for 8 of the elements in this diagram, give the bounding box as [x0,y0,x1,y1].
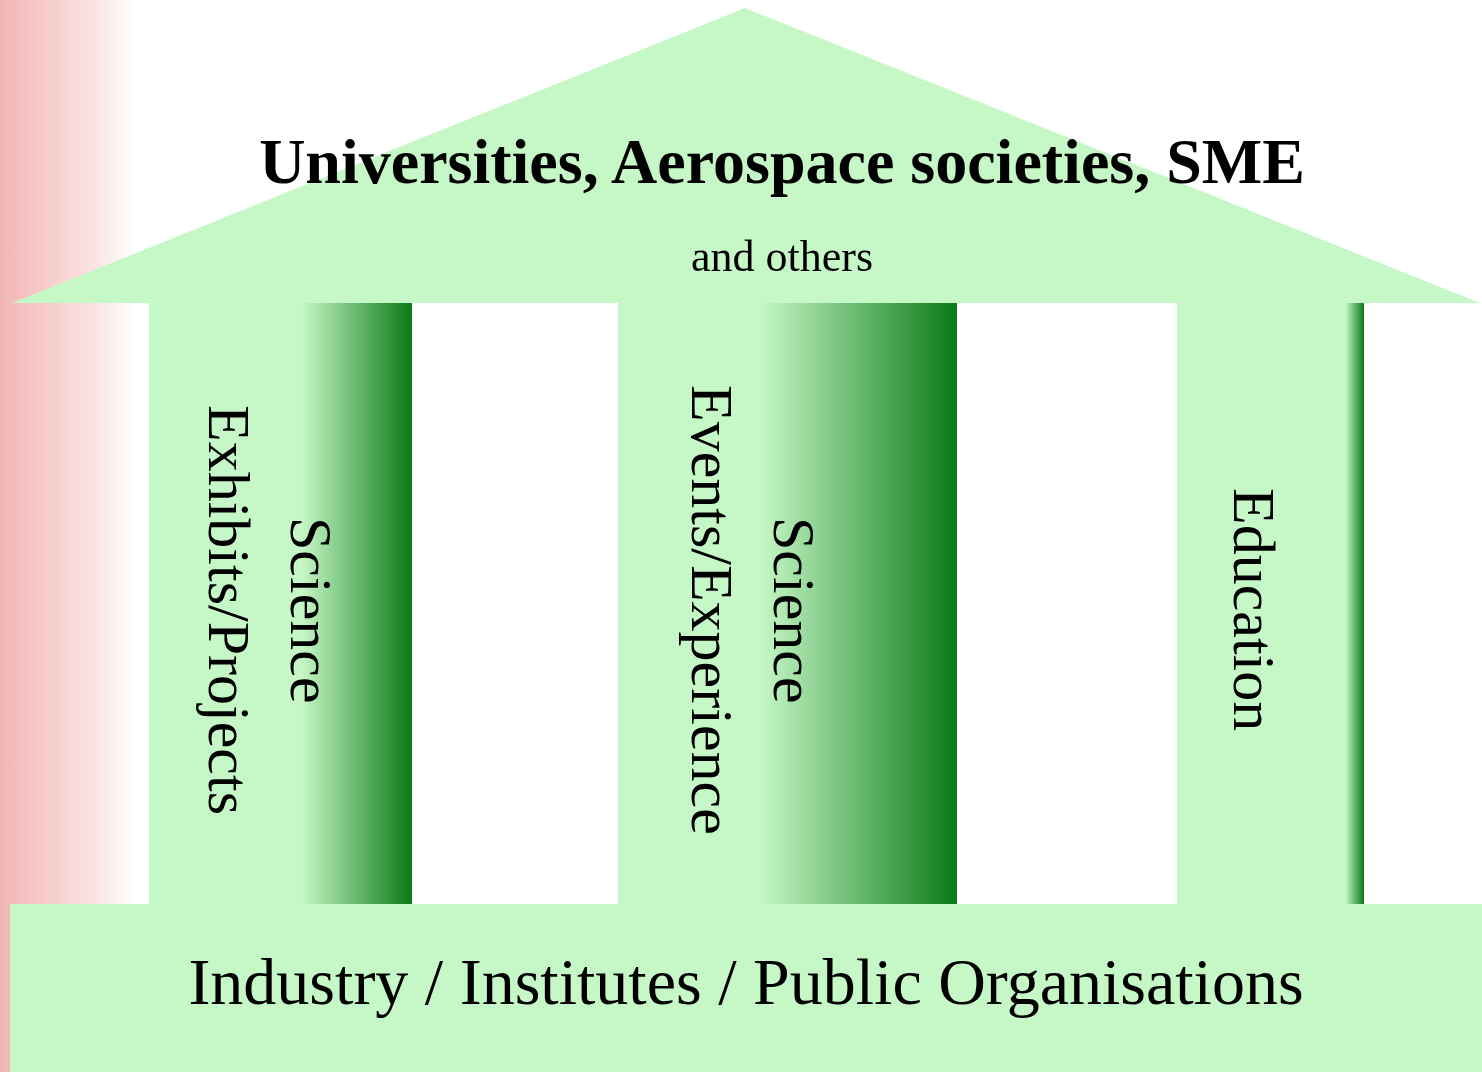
node-label: Universities, Aerospace societies, SME and others [258,125,1306,283]
node-label: Education [1220,487,1288,734]
node-label: Science Events/Experience [678,384,828,837]
roof-triangle [12,8,1480,303]
node-label: Industry / Institutes / Public Organisations [187,944,1305,1020]
pillar [618,303,957,904]
foundation-base [10,904,1482,1072]
node-label: Science Exhibits/Projects [195,404,345,817]
